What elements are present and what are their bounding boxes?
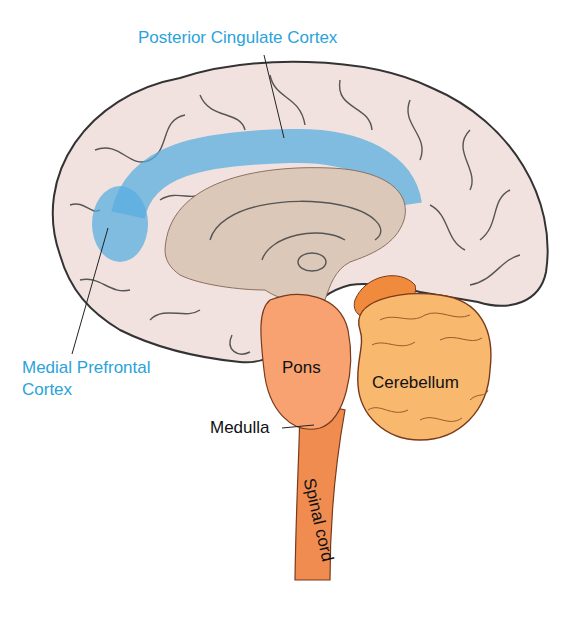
medial-structures bbox=[165, 168, 405, 302]
prefrontal-region bbox=[92, 186, 148, 262]
part-label: Medial Prefrontal Cortex bbox=[22, 357, 192, 401]
cerebellum bbox=[358, 294, 491, 440]
part-label: Pons bbox=[282, 357, 321, 379]
part-label: Cerebellum bbox=[372, 372, 459, 394]
part-label: Spinal cord bbox=[298, 476, 339, 564]
part-label: Medulla bbox=[210, 417, 270, 439]
part-label: Posterior Cingulate Cortex bbox=[138, 27, 337, 49]
gyri bbox=[70, 75, 520, 320]
pons bbox=[261, 295, 351, 430]
